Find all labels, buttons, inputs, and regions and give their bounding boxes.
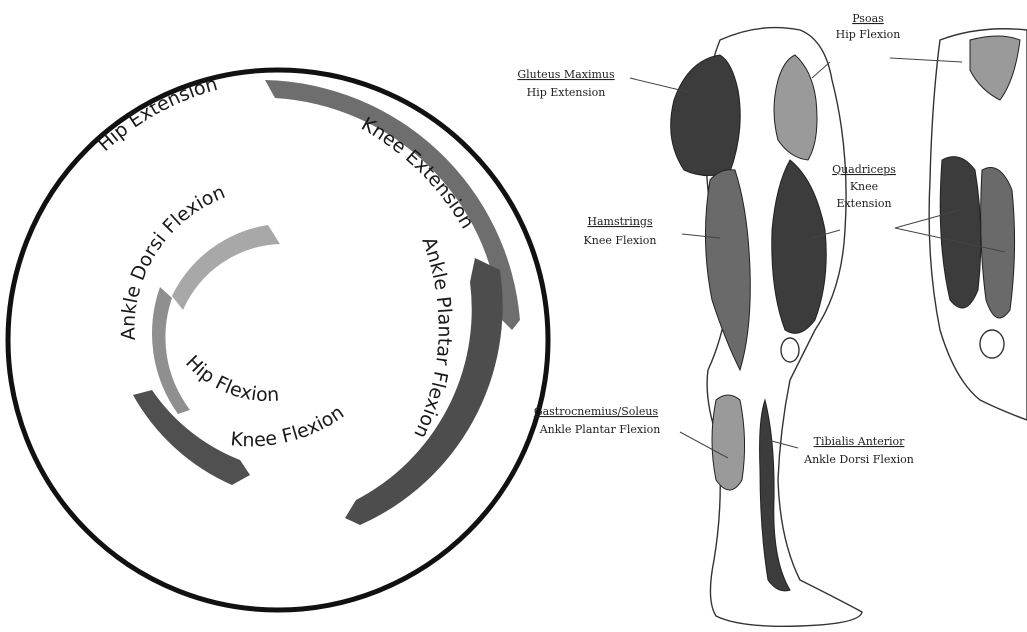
knee-extension-label: Knee Extension bbox=[358, 113, 479, 232]
quadriceps-action-line2: Extension bbox=[836, 197, 891, 210]
psoas-name: Psoas bbox=[852, 12, 884, 25]
gastrocnemius-muscle bbox=[712, 395, 745, 490]
wheel-outline bbox=[8, 70, 548, 610]
leg-side-illustration bbox=[671, 28, 862, 627]
gastrocnemius-action: Ankle Plantar Flexion bbox=[539, 423, 661, 436]
knee-cap bbox=[781, 338, 799, 362]
gluteus-maximus-name: Gluteus Maximus bbox=[517, 68, 615, 81]
knee-flexion-label: Knee Flexion bbox=[230, 401, 348, 451]
thigh-front-illustration bbox=[929, 29, 1027, 420]
quadriceps-name: Quadriceps bbox=[832, 163, 896, 176]
psoas-action: Hip Flexion bbox=[836, 28, 901, 41]
knee-cap-front bbox=[980, 330, 1004, 358]
hamstrings-name: Hamstrings bbox=[587, 215, 653, 228]
ankle-plantar-flexion-arc bbox=[345, 258, 503, 525]
gluteus-maximus-action: Hip Extension bbox=[527, 86, 606, 99]
gait-wheel: Hip Extension Knee Extension Ankle Plant… bbox=[8, 70, 548, 610]
hip-flexion-label: Hip Flexion bbox=[181, 351, 279, 406]
tibialis-anterior-action: Ankle Dorsi Flexion bbox=[803, 453, 914, 466]
hamstrings-action: Knee Flexion bbox=[584, 234, 657, 247]
hip-extension-label: Hip Extension bbox=[94, 73, 220, 156]
quadriceps-front-muscle-2 bbox=[981, 168, 1015, 319]
quadriceps-action-line1: Knee bbox=[850, 180, 878, 193]
tibialis-anterior-name: Tibialis Anterior bbox=[814, 435, 906, 448]
gluteus-maximus-muscle bbox=[671, 55, 741, 176]
ankle-dorsi-flexion-arc bbox=[172, 225, 280, 310]
gastrocnemius-name: Gastrocnemius/Soleus bbox=[534, 405, 659, 418]
